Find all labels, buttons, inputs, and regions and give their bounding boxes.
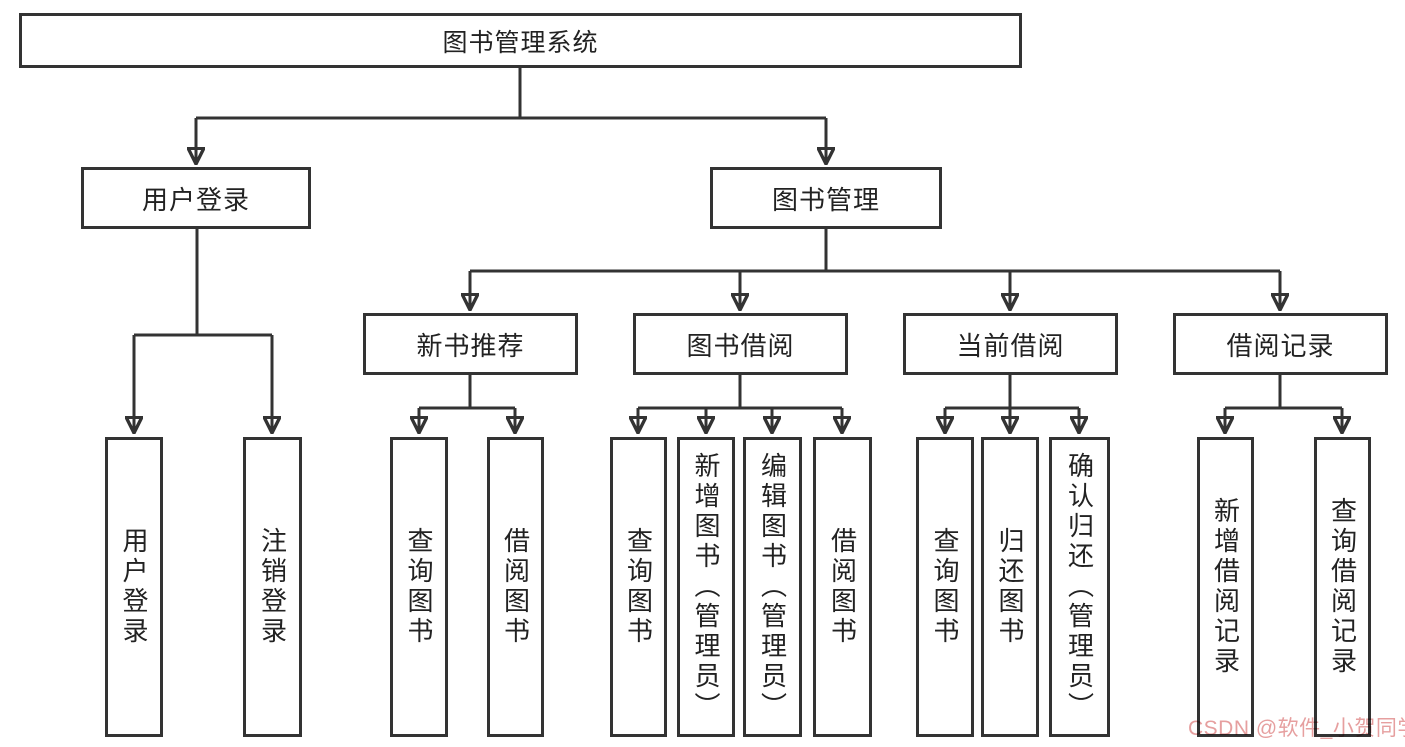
leaf-query-books-1: 查询图书 xyxy=(390,437,448,737)
branch-user-login-label: 用户登录 xyxy=(141,184,250,215)
leaf-borrow-books-1: 借阅图书 xyxy=(487,437,544,737)
csdn-watermark: CSDN @软件_小贺同学 xyxy=(1188,717,1405,740)
leaf-add-borrow-record-label: 新增借阅记录 xyxy=(1210,497,1241,677)
leaf-query-borrow-record-label: 查询借阅记录 xyxy=(1327,497,1358,677)
leaf-query-borrow-record: 查询借阅记录 xyxy=(1314,437,1371,737)
group-current-borrow: 当前借阅 xyxy=(903,313,1118,375)
leaf-query-books-1-label: 查询图书 xyxy=(404,527,434,647)
group-borrow-record-label: 借阅记录 xyxy=(1226,330,1335,361)
group-book-borrow: 图书借阅 xyxy=(633,313,848,375)
branch-user-login: 用户登录 xyxy=(81,167,311,229)
group-new-book-recommend: 新书推荐 xyxy=(363,313,578,375)
group-book-borrow-label: 图书借阅 xyxy=(686,330,795,361)
leaf-return-books-label: 归还图书 xyxy=(995,527,1025,647)
leaf-logout-label: 注销登录 xyxy=(257,527,288,647)
leaf-query-books-2: 查询图书 xyxy=(610,437,667,737)
leaf-user-login: 用户登录 xyxy=(105,437,163,737)
leaf-logout: 注销登录 xyxy=(243,437,302,737)
root-node-label: 图书管理系统 xyxy=(442,28,599,57)
leaf-return-books: 归还图书 xyxy=(981,437,1039,737)
root-node-library-system: 图书管理系统 xyxy=(19,13,1022,68)
leaf-confirm-return-admin-label: 确认归还（管理员） xyxy=(1064,452,1095,722)
leaf-query-books-2-label: 查询图书 xyxy=(623,527,654,647)
leaf-add-books-admin: 新增图书（管理员） xyxy=(677,437,735,737)
group-borrow-record: 借阅记录 xyxy=(1173,313,1388,375)
group-new-book-recommend-label: 新书推荐 xyxy=(416,330,525,361)
leaf-borrow-books-1-label: 借阅图书 xyxy=(500,527,531,647)
branch-book-management-label: 图书管理 xyxy=(771,184,880,215)
group-current-borrow-label: 当前借阅 xyxy=(956,330,1065,361)
leaf-add-borrow-record: 新增借阅记录 xyxy=(1197,437,1254,737)
leaf-edit-books-admin: 编辑图书（管理员） xyxy=(743,437,802,737)
leaf-add-books-admin-label: 新增图书（管理员） xyxy=(691,452,721,722)
leaf-query-books-3: 查询图书 xyxy=(916,437,974,737)
leaf-user-login-label: 用户登录 xyxy=(119,527,149,647)
branch-book-management: 图书管理 xyxy=(710,167,942,229)
leaf-borrow-books-2-label: 借阅图书 xyxy=(827,527,858,647)
leaf-edit-books-admin-label: 编辑图书（管理员） xyxy=(757,452,788,722)
leaf-query-books-3-label: 查询图书 xyxy=(930,527,960,647)
leaf-borrow-books-2: 借阅图书 xyxy=(813,437,872,737)
leaf-confirm-return-admin: 确认归还（管理员） xyxy=(1049,437,1110,737)
